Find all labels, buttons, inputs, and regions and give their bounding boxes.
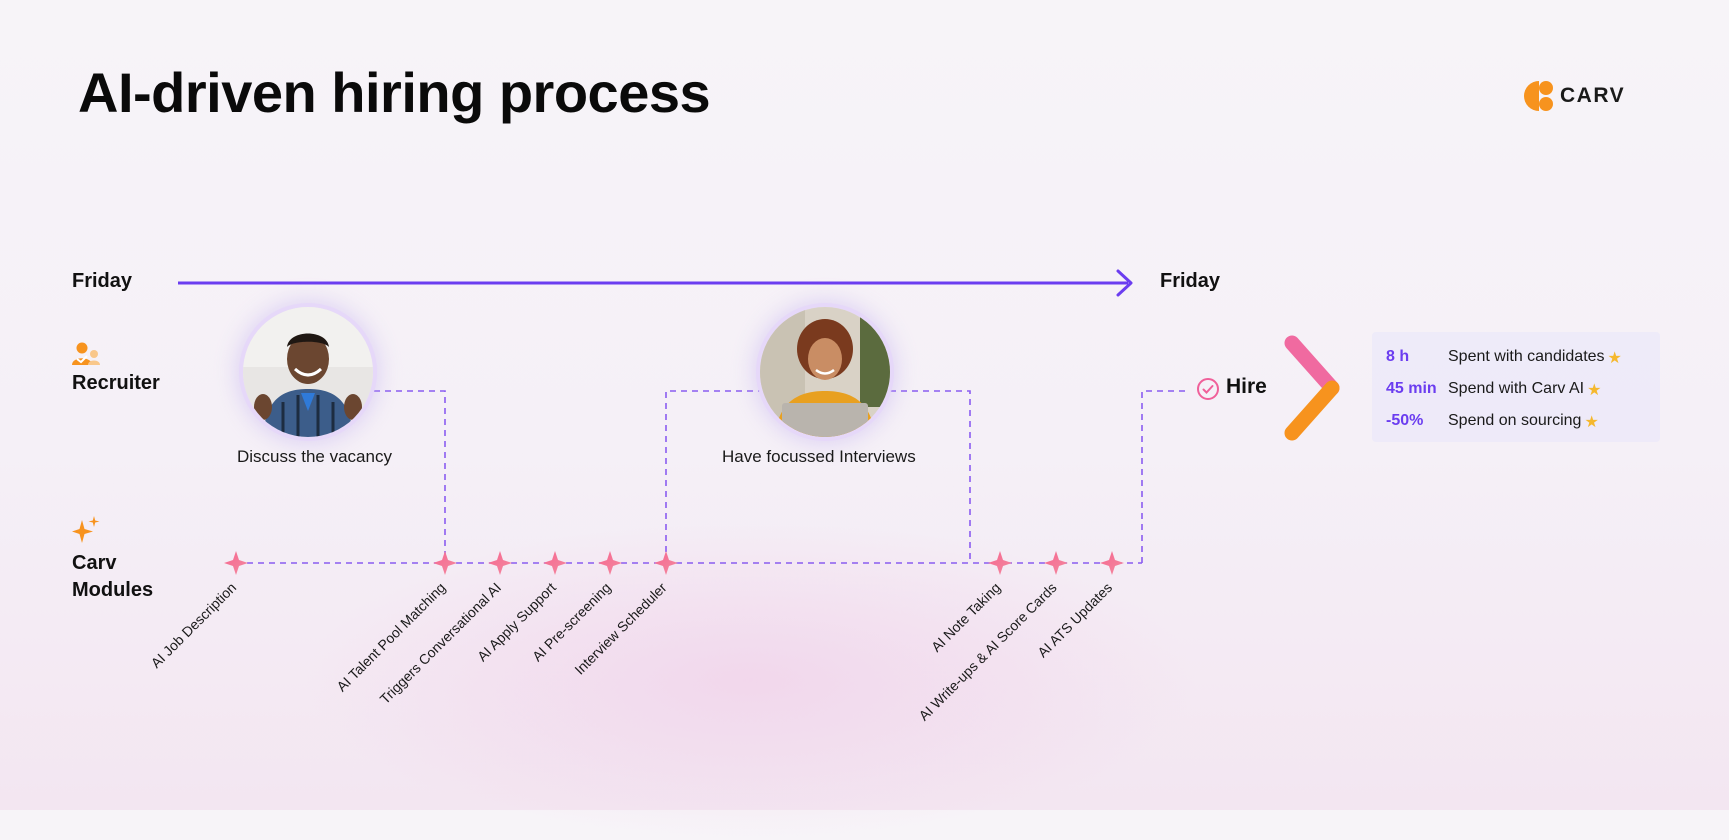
vacancy-portrait [243, 307, 373, 437]
connector-vacancy-to-matching [374, 390, 446, 563]
check-circle-icon [1197, 378, 1219, 400]
stat-value: 45 min [1386, 380, 1437, 397]
carv-logo: CARV [1524, 80, 1625, 112]
page-title: AI-driven hiring process [78, 61, 711, 124]
modules-label-line2: Modules [72, 579, 154, 601]
carv-logo-icon [1524, 81, 1553, 111]
interview-portrait [760, 307, 890, 437]
interviews-caption: Have focussed Interviews [722, 447, 916, 466]
module-star-icon [988, 551, 1012, 575]
star-icon: ★ [1607, 350, 1622, 367]
stats-panel: 8 h Spent with candidates ★ 45 min Spend… [1372, 332, 1660, 442]
carv-logo-text: CARV [1560, 84, 1626, 107]
stat-text: Spent with candidates [1448, 348, 1605, 365]
stat-text: Spend with Carv AI [1448, 380, 1585, 397]
stat-row: 8 h Spent with candidates ★ [1386, 348, 1622, 368]
module-star-icon [1100, 551, 1124, 575]
connector-updates-to-hire [1141, 390, 1186, 563]
stat-row: 45 min Spend with Carv AI ★ [1386, 380, 1601, 400]
hire-label: Hire [1226, 375, 1267, 398]
module-star-icon [224, 551, 248, 575]
woman-portrait-image [760, 307, 890, 437]
modules-label-line1: Carv [72, 552, 117, 574]
stat-row: -50% Spend on sourcing ★ [1386, 412, 1599, 432]
star-icon: ★ [1587, 382, 1602, 399]
timeline-arrow-head [1116, 269, 1133, 297]
module-star-icon [598, 551, 622, 575]
module-star-icon [488, 551, 512, 575]
vacancy-caption: Discuss the vacancy [237, 447, 392, 466]
connector-scheduler-to-interviews [665, 390, 760, 563]
module-star-icon [654, 551, 678, 575]
module-star-icon [433, 551, 457, 575]
stat-value: -50% [1386, 412, 1424, 429]
connector-interviews-to-notes [890, 390, 971, 563]
module-label: AI Talent Pool Matching [333, 579, 449, 695]
recruiter-row-label: Recruiter [72, 372, 160, 394]
module-star-icon [1044, 551, 1068, 575]
modules-row-label: Carv Modules [72, 550, 153, 604]
module-label: AI Job Description [148, 579, 240, 671]
timeline-start-label: Friday [72, 270, 133, 292]
star-icon: ★ [1584, 414, 1599, 431]
stat-text: Spend on sourcing [1448, 412, 1582, 429]
module-star-icon [543, 551, 567, 575]
man-portrait-image [243, 307, 373, 437]
background-glow [300, 520, 1200, 840]
person-check-icon [72, 342, 100, 365]
sparkle-icon [72, 516, 100, 543]
chevron-right-icon [1284, 335, 1340, 441]
stat-value: 8 h [1386, 348, 1410, 365]
timeline-end-label: Friday [1160, 270, 1221, 292]
